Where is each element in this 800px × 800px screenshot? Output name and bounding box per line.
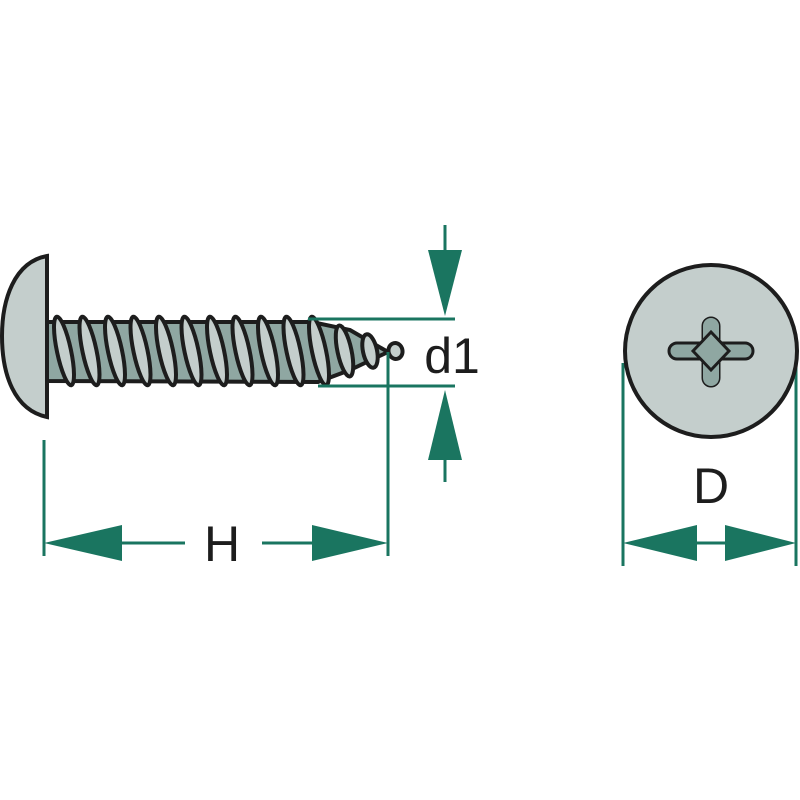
thread-ridge (77, 314, 102, 388)
thread-ridge (52, 314, 76, 388)
screw-head-top-view (623, 263, 799, 439)
thread-ridge (230, 314, 255, 388)
label-d1: d1 (424, 328, 480, 384)
thread-ridge (205, 314, 229, 388)
arrow-d1-bottom (428, 390, 462, 460)
screw-head (0, 253, 49, 420)
thread-ridge (386, 341, 405, 361)
thread-ridge (154, 314, 178, 388)
label-d: D (693, 458, 729, 514)
thread-ridge (128, 314, 153, 388)
arrow-h-right (312, 525, 388, 561)
dimension-lines (42, 225, 798, 566)
screw-side-view (0, 253, 405, 420)
thread-ridge (256, 314, 280, 388)
thread-ridge (179, 314, 204, 388)
arrow-h-left (44, 525, 122, 561)
label-h: H (204, 516, 240, 572)
thread-ridge (360, 332, 380, 370)
arrow-d1-top (428, 250, 462, 316)
phillips-cross-icon (667, 316, 755, 388)
arrow-d-left (623, 525, 697, 561)
thread-ridge (333, 323, 356, 379)
thread-ridge (103, 314, 127, 388)
screw-threads (52, 314, 405, 388)
thread-ridge (281, 314, 306, 388)
dimension-arrows (44, 250, 796, 561)
arrow-d-right (725, 525, 796, 561)
